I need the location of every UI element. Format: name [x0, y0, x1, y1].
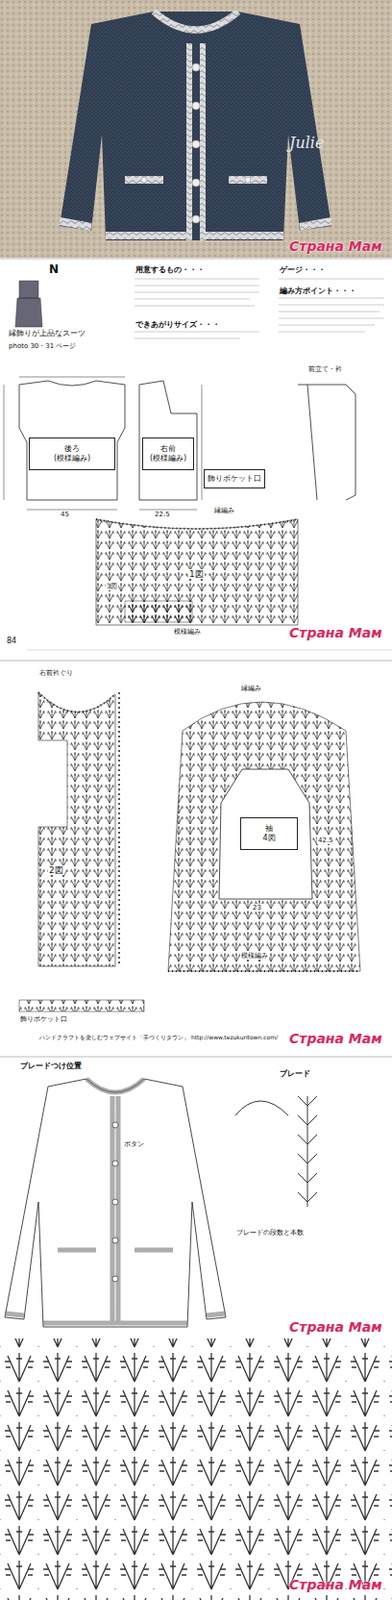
watermark: Страна Мам [288, 1575, 384, 1592]
piece-box: 袖4図 [240, 816, 298, 850]
piece-label: 飾りポケット口 [207, 473, 262, 484]
pattern-label: 縁編み [240, 684, 263, 692]
pattern-label: 縁飾りが上品なスーツ [7, 328, 87, 338]
pattern-label: 2図 [48, 864, 65, 875]
watermark: Страна Мам [288, 238, 384, 254]
watermark: Страна Мам [288, 624, 384, 640]
piece-box: 飾りポケット口 [203, 468, 266, 489]
pattern-label: ボタン [122, 1139, 146, 1148]
pattern-label: 1図 [188, 568, 205, 579]
pattern-label: ブレードつけ位置 [19, 1060, 83, 1070]
piece-box: 後ろ(模様編み) [28, 437, 116, 470]
pattern-label: ブレードの段数と本数 [235, 1227, 305, 1236]
piece-box: 右前(模様編み) [142, 437, 195, 470]
pattern-label: 45 [59, 510, 71, 518]
piece-label: 4図 [262, 833, 275, 843]
pattern-label: ブレード [278, 1068, 312, 1078]
pattern-label: 前立て・衿 [307, 365, 343, 373]
pattern-label: N [48, 263, 60, 277]
pattern-label: photo 30・31 ページ [7, 342, 77, 350]
pattern-label: 22.5 [153, 510, 172, 518]
pattern-label: 用意するもの・・・ [134, 265, 206, 274]
pattern-label: 42.5 [317, 835, 335, 844]
pattern-label: ゲージ・・・ [278, 265, 327, 274]
piece-label: (模様編み) [53, 453, 91, 464]
pattern-label: 23 [251, 903, 263, 911]
watermark: Страна Мам [288, 1318, 384, 1334]
pattern-label: 縁編み [213, 506, 236, 515]
pattern-label: 84 [5, 636, 18, 645]
piece-label: 右前 [160, 443, 176, 454]
pattern-label: 右前衿ぐり [38, 668, 74, 677]
pattern-label: 飾りポケット口 [19, 1014, 69, 1023]
pattern-label: 3図 [105, 582, 119, 590]
pattern-label: Julie [288, 134, 325, 152]
pattern-label: 編み方ポイント・・・ [278, 286, 358, 295]
pattern-label: できあがりサイズ・・・ [134, 319, 221, 329]
watermark: Страна Мам [288, 1029, 384, 1046]
piece-label: (模様編み) [149, 453, 187, 464]
piece-label: 後ろ [64, 443, 80, 454]
pattern-label: ハンドクラフトを楽しむウェブサイト「手づくりタウン」 http://www.te… [38, 1033, 279, 1041]
pattern-label: 模様編み [240, 951, 270, 959]
pattern-label: 模様編み [172, 627, 202, 636]
piece-label: 袖 [265, 823, 273, 833]
